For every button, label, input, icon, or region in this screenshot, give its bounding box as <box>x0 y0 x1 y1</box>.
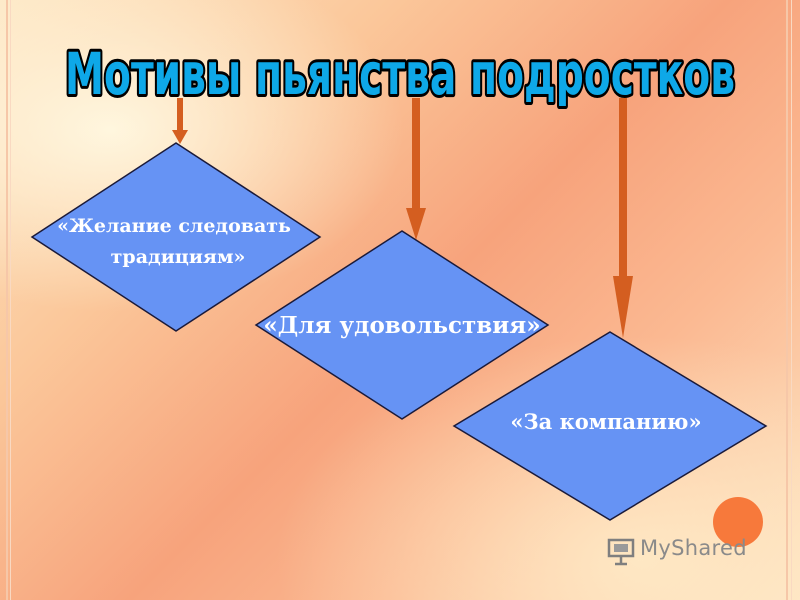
arrow-pleasure <box>406 98 426 240</box>
arrow-tradition <box>172 98 188 144</box>
frame-line-left-inner <box>10 0 11 600</box>
title-text: Мотивы пьянства подростков <box>65 40 735 108</box>
diamond-label-tradition-line2: традициям» <box>111 246 246 268</box>
diamond-pleasure <box>254 230 550 420</box>
watermark-logo: MyShared <box>606 534 776 574</box>
accent-dot <box>713 497 763 547</box>
diamond-label-company: «За компанию» <box>510 409 701 434</box>
slide-title: Мотивы пьянства подростков Мотивы пьянст… <box>40 30 760 110</box>
diamond-tradition <box>30 142 322 332</box>
diamond-company <box>452 331 768 521</box>
diamond-label-tradition-line1: «Желание следовать <box>57 215 291 237</box>
title-outline: Мотивы пьянства подростков <box>65 40 735 108</box>
watermark-text: MyShared <box>640 536 747 560</box>
frame-line-right-inner <box>791 0 792 600</box>
frame-line-right <box>786 0 788 600</box>
frame-line-left <box>6 0 8 600</box>
diamond-label-pleasure: «Для удовольствия» <box>263 312 540 339</box>
presentation-icon <box>607 538 635 566</box>
arrow-company <box>613 98 633 338</box>
